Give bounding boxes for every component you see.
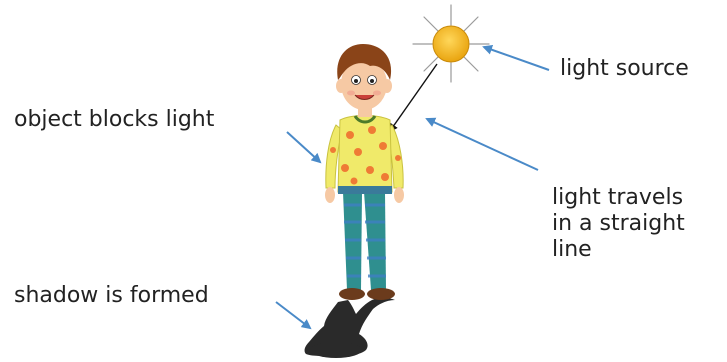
arrow-shadow-is-formed [276, 302, 310, 328]
label-light-travels-line-1: light travels [552, 185, 685, 211]
label-light-travels: light travels in a straight line [552, 185, 685, 263]
label-light-source: light source [560, 56, 689, 82]
sun-icon [413, 5, 489, 82]
label-light-travels-line-2: in a straight [552, 211, 685, 237]
label-shadow-is-formed: shadow is formed [14, 283, 209, 309]
arrow-object-blocks-light [287, 132, 320, 162]
boy-figure [325, 44, 404, 300]
label-object-blocks-light: object blocks light [14, 107, 214, 133]
arrow-light-travels [427, 119, 538, 170]
shadow-shape [305, 298, 395, 358]
label-light-travels-line-3: line [552, 237, 685, 263]
arrow-light-source [484, 47, 549, 70]
